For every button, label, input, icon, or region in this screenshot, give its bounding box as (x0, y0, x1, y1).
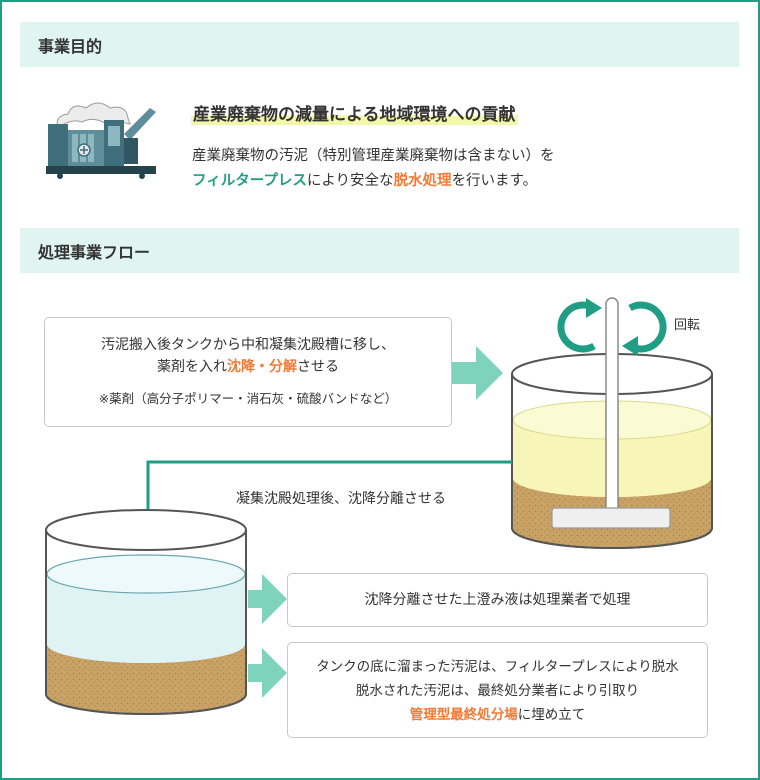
purpose-heading: 産業廃棄物の減量による地域環境への貢献 (191, 100, 518, 125)
box1-line-2: 薬剤を入れ沈降・分解させる (45, 356, 451, 378)
purpose-line-2-text-b: を行います。 (451, 173, 538, 189)
purpose-description: 産業廃棄物の汚泥（特別管理産業廃棄物は含まない）を フィルタープレスにより安全な… (192, 144, 555, 194)
box1-line-2-text-a: 薬剤を入れ (157, 359, 227, 375)
transfer-line (146, 460, 512, 520)
stirrer-shaft (605, 297, 619, 521)
step-box-sludge: タンクの底に溜まった汚泥は、フィルタープレスにより脱水 脱水された汚泥は、最終処… (287, 642, 708, 738)
tank-2 (45, 509, 247, 715)
box3-line-3: 管理型最終処分場に埋め立て (288, 703, 707, 727)
purpose-line-1: 産業廃棄物の汚泥（特別管理産業廃棄物は含まない）を (192, 148, 555, 164)
settling-label: 凝集沈殿処理後、沈降分離させる (236, 491, 446, 507)
section-title-purpose: 事業目的 (38, 36, 103, 56)
step-box-supernatant: 沈降分離させた上澄み液は処理業者で処理 (287, 573, 708, 627)
purpose-line-2-text-a: により安全な (306, 173, 394, 189)
box1-highlight: 沈降・分解 (227, 359, 297, 375)
arrow-to-sludge-box (248, 648, 287, 698)
box1-note: ※薬剤（高分子ポリマー・消石灰・硫酸バンドなど） (98, 391, 398, 406)
rotation-arrow-right-icon (628, 301, 667, 353)
box3-line-2: 脱水された汚泥は、最終処分業者により引取り (355, 683, 640, 699)
box1-line-1: 汚泥搬入後タンクから中和凝集沈殿槽に移し、 (101, 337, 395, 353)
tank-1 (511, 297, 713, 549)
section-title-flow: 処理事業フロー (38, 242, 151, 262)
purpose-line-2: フィルタープレスにより安全な脱水処理を行います。 (192, 169, 555, 194)
stirrer-blade (551, 507, 671, 529)
arrow-to-tank-1 (452, 346, 503, 400)
filter-press-term: フィルタープレス (192, 173, 307, 189)
box1-line-2-text-b: させる (297, 359, 339, 375)
box3-line-3-text: に埋め立て (517, 707, 586, 723)
box3-line-1: タンクの底に溜まった汚泥は、フィルタープレスにより脱水 (316, 659, 679, 675)
box2-text: 沈降分離させた上澄み液は処理業者で処理 (364, 592, 631, 608)
arrow-to-supernatant-box (248, 574, 287, 624)
dewatering-term: 脱水処理 (393, 173, 452, 189)
section-header-purpose: 事業目的 (20, 22, 739, 67)
landfill-highlight: 管理型最終処分場 (409, 707, 518, 723)
rotation-label: 回転 (674, 318, 701, 333)
section-header-flow: 処理事業フロー (20, 228, 739, 273)
filter-press-illustration (46, 102, 156, 179)
rotation-arrow-left-icon (557, 301, 596, 353)
step-box-neutralization: 汚泥搬入後タンクから中和凝集沈殿槽に移し、 薬剤を入れ沈降・分解させる ※薬剤（… (44, 317, 452, 427)
